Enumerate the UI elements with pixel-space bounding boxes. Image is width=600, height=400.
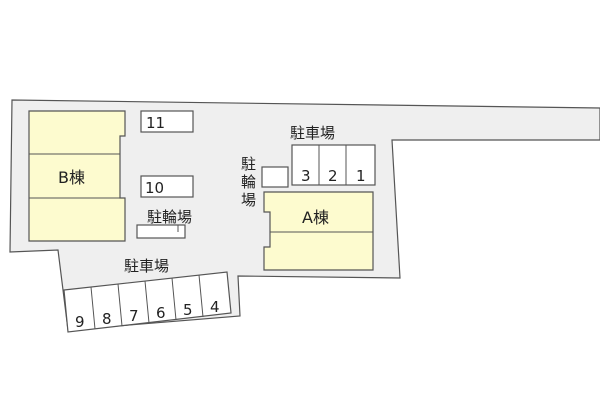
parking-lot-north: 駐車場 3 2 1 (290, 124, 376, 186)
parking-space-7: 7 (129, 307, 139, 325)
parking-space-11: 11 (140, 110, 194, 133)
bike-parking-west-label: 駐輪場 (147, 208, 192, 226)
parking-space-10: 10 (140, 175, 194, 198)
bike-parking-center-char-1: 駐 (241, 155, 256, 173)
parking-north-label: 駐車場 (290, 124, 335, 142)
parking-south-label: 駐車場 (124, 257, 169, 275)
parking-space-8: 8 (102, 310, 112, 328)
parking-space-11-label: 11 (146, 114, 165, 132)
parking-lot-south: 駐車場 9 8 7 6 5 4 (63, 257, 232, 333)
parking-space-9: 9 (75, 313, 85, 331)
bike-parking-center-char-3: 場 (241, 191, 256, 209)
parking-space-4: 4 (210, 298, 220, 316)
bike-parking-center-char-2: 輪 (241, 173, 256, 191)
building-b: B棟 (28, 110, 126, 242)
parking-space-1: 1 (356, 167, 366, 185)
parking-space-3: 3 (301, 167, 311, 185)
parking-space-5: 5 (183, 301, 193, 319)
bike-parking-center: 駐 輪 場 (241, 155, 289, 209)
building-a-label: A棟 (302, 208, 329, 227)
parking-space-6: 6 (156, 304, 166, 322)
building-a: A棟 (263, 191, 374, 271)
parking-space-2: 2 (328, 167, 338, 185)
bike-parking-west: 駐輪場 (136, 208, 192, 239)
parking-space-10-label: 10 (145, 179, 164, 197)
building-b-label: B棟 (58, 168, 85, 187)
